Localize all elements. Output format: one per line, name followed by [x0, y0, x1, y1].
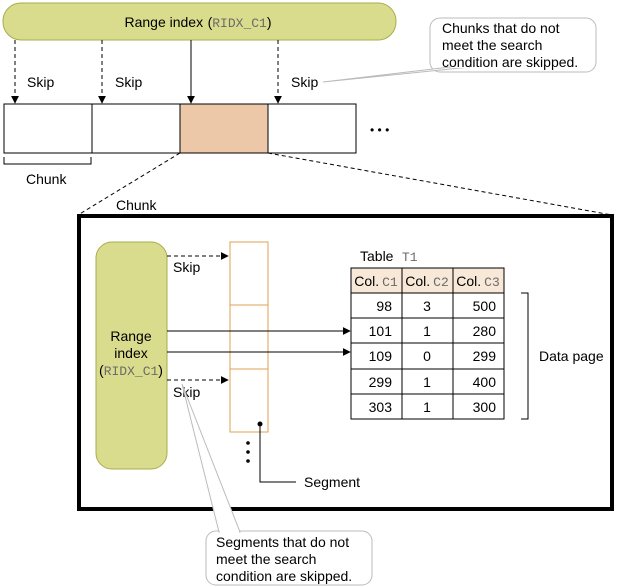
top-skip-label-2: Skip — [115, 74, 142, 90]
table-cell: 280 — [473, 323, 497, 339]
top-range-index-label: Range index — [124, 14, 203, 30]
table-cell: 300 — [473, 399, 497, 415]
top-skip-label-3: Skip — [291, 74, 318, 90]
inner-range-index-code: RIDX_C1 — [104, 364, 159, 379]
column-header-1-code: C1 — [382, 275, 398, 290]
chunk-3-selected — [179, 103, 269, 154]
table-code: T1 — [402, 250, 418, 265]
inner-range-index-line1: Range — [110, 328, 151, 344]
svg-text:Col.C1: Col.C1 — [354, 273, 398, 290]
segment-callout-line-1: Segments that do not — [216, 534, 349, 550]
segment-3 — [229, 368, 269, 433]
more-segments-dot-3 — [246, 459, 250, 463]
table-title: Table — [360, 248, 394, 264]
data-table: Col.C1 Col.C2 Col.C3 98 3 500 101 1 280 … — [350, 267, 505, 420]
table-cell: 1 — [423, 399, 431, 415]
data-page-label: Data page — [539, 348, 604, 364]
top-skip-label-1: Skip — [27, 74, 54, 90]
column-header-1-prefix: Col. — [354, 273, 379, 289]
table-cell: 0 — [423, 348, 431, 364]
table-cell: 98 — [376, 298, 392, 314]
svg-text:Col.C3: Col.C3 — [456, 273, 500, 290]
table-cell: 299 — [369, 374, 393, 390]
table-cell: 3 — [423, 298, 431, 314]
column-header-3-code: C3 — [484, 275, 500, 290]
top-range-index-bar — [2, 2, 397, 41]
table-cell: 500 — [473, 298, 497, 314]
segment-2 — [229, 304, 269, 370]
inner-range-index-line2: index — [114, 345, 147, 361]
svg-text:Range index (RIDX_C1): Range index (RIDX_C1) — [124, 14, 271, 31]
segment-callout-line-3: condition are skipped. — [216, 568, 352, 584]
table-cell: 101 — [369, 323, 393, 339]
chunk-callout-line-1: Chunks that do not — [442, 20, 560, 36]
chunk-detail-box — [77, 214, 614, 511]
table-header-row — [350, 267, 505, 294]
more-segments-dot-1 — [246, 441, 250, 445]
table-cell: 299 — [473, 348, 497, 364]
chunk-callout-line-3: condition are skipped. — [442, 54, 578, 70]
top-range-index-code: RIDX_C1 — [212, 16, 267, 31]
segment-label: Segment — [304, 474, 360, 490]
table-cell: 303 — [369, 399, 393, 415]
column-header-2-prefix: Col. — [405, 273, 430, 289]
more-segments-dot-2 — [246, 450, 250, 454]
more-chunks-ellipsis: • • • — [370, 123, 389, 137]
table-cell: 1 — [423, 323, 431, 339]
svg-text:Col.C2: Col.C2 — [405, 273, 449, 290]
segment-callout-box — [205, 530, 373, 586]
chunk-label-below: Chunk — [26, 171, 67, 187]
table-cell: 109 — [369, 348, 393, 364]
inner-range-index-bar — [95, 241, 168, 470]
zoom-line-right — [267, 152, 613, 216]
column-header-3-prefix: Col. — [456, 273, 481, 289]
table-cell: 400 — [473, 374, 497, 390]
svg-text:Chunks that do not meet th: Chunks that do not meet the search condi… — [442, 20, 578, 70]
column-header-2-code: C2 — [433, 275, 449, 290]
inner-skip-label-2: Skip — [173, 384, 200, 400]
inner-skip-label-1: Skip — [173, 259, 200, 275]
data-page-bracket — [521, 292, 529, 420]
svg-text:Table T1: Table T1 — [360, 248, 418, 265]
chunk-callout-box — [429, 17, 597, 73]
chunk-detail-label: Chunk — [116, 197, 157, 213]
segment-callout-line-2: meet the search — [216, 551, 316, 567]
segment-1 — [229, 241, 269, 306]
segment-pointer-line — [259, 424, 296, 483]
chunk-2 — [91, 103, 181, 154]
svg-text:Segments that do not meet: Segments that do not meet the search con… — [216, 534, 353, 584]
chunk-1 — [3, 103, 93, 154]
chunk-4 — [267, 103, 357, 154]
table-cell: 1 — [423, 374, 431, 390]
svg-text:(RIDX_C1): (RIDX_C1) — [99, 362, 163, 379]
zoom-line-left — [77, 152, 181, 216]
chunk-width-bracket — [3, 157, 92, 165]
chunk-callout-line-2: meet the search — [442, 37, 542, 53]
